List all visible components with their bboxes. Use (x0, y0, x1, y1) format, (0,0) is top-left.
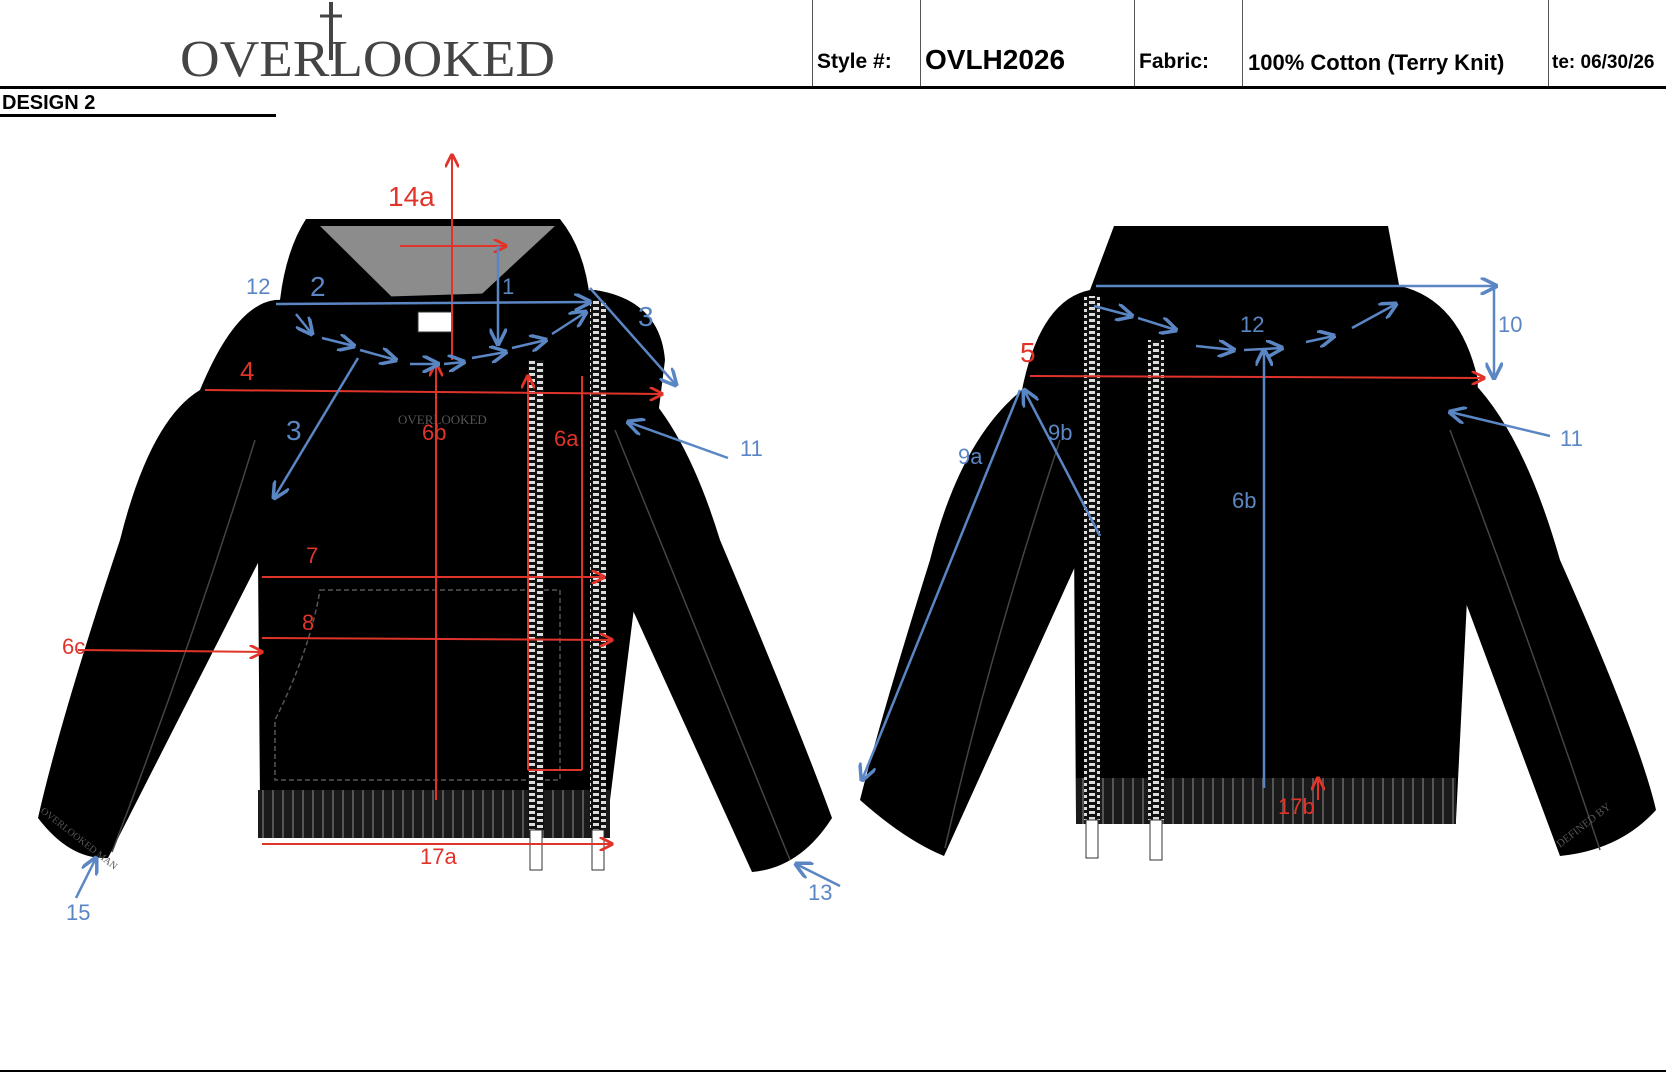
label-6a: 6a (554, 426, 579, 451)
label-17b: 17b (1278, 794, 1315, 819)
date-value: te: 06/30/26 (1552, 52, 1655, 73)
label-12-front: 12 (246, 274, 270, 299)
label-6c: 6c (62, 634, 85, 659)
back-zipper-right (1148, 340, 1164, 820)
label-11-front: 11 (740, 436, 763, 461)
style-label: Style #: (817, 50, 892, 73)
logo-text: OVERLOOKED (180, 31, 555, 86)
left-sleeve (38, 390, 262, 859)
front-labels: 14a 4 6b 6a 7 8 6c 17a 12 2 1 3 3 11 13 … (62, 181, 832, 925)
back-view: DEFINED BY (860, 226, 1656, 861)
back-hood (1090, 226, 1400, 290)
right-sleeve (600, 370, 832, 872)
label-13: 13 (808, 880, 832, 905)
label-3-left: 3 (286, 415, 302, 446)
section-title: DESIGN 2 (2, 92, 96, 114)
label-4: 4 (240, 356, 254, 386)
fabric-label: Fabric: (1139, 50, 1210, 73)
label-10: 10 (1498, 312, 1522, 337)
fabric-value: 100% Cotton (Terry Knit) (1248, 50, 1505, 75)
front-body (200, 290, 665, 800)
label-9a: 9a (958, 444, 983, 469)
label-11-back: 11 (1560, 426, 1583, 451)
label-9b: 9b (1048, 420, 1072, 445)
label-12-back: 12 (1240, 312, 1264, 337)
label-17a: 17a (420, 844, 457, 869)
front-hem-rib (258, 790, 610, 838)
front-zipper-right (590, 300, 606, 830)
label-15: 15 (66, 900, 90, 925)
label-7: 7 (306, 543, 318, 568)
back-body (1022, 286, 1478, 820)
label-8: 8 (302, 610, 314, 635)
label-5: 5 (1020, 337, 1036, 368)
brand-logo: OVERLOOKED (180, 2, 555, 86)
label-1: 1 (502, 274, 514, 299)
back-right-sleeve (1440, 370, 1656, 856)
front-view: OVERLOOKED OVERLOOKED MAN (38, 155, 841, 899)
front-chest-print: OVERLOOKED (398, 412, 487, 427)
label-14a: 14a (388, 181, 435, 212)
section-underline (0, 114, 276, 117)
label-6b-front: 6b (422, 420, 446, 445)
front-zipper-left (528, 360, 544, 830)
kangaroo-pocket (274, 589, 561, 781)
back-zipper-left (1084, 296, 1100, 820)
bottom-rule (0, 1070, 1666, 1072)
back-hem-rib (1076, 778, 1456, 824)
label-6b-back: 6b (1232, 488, 1256, 513)
header-divider (0, 86, 1666, 89)
back-left-sleeve (860, 390, 1078, 856)
back-labels: 5 17b 12 10 11 9a 9b 6b (958, 312, 1583, 819)
style-number: OVLH2026 (925, 44, 1066, 75)
label-2: 2 (310, 271, 326, 302)
label-3-right: 3 (638, 301, 654, 332)
